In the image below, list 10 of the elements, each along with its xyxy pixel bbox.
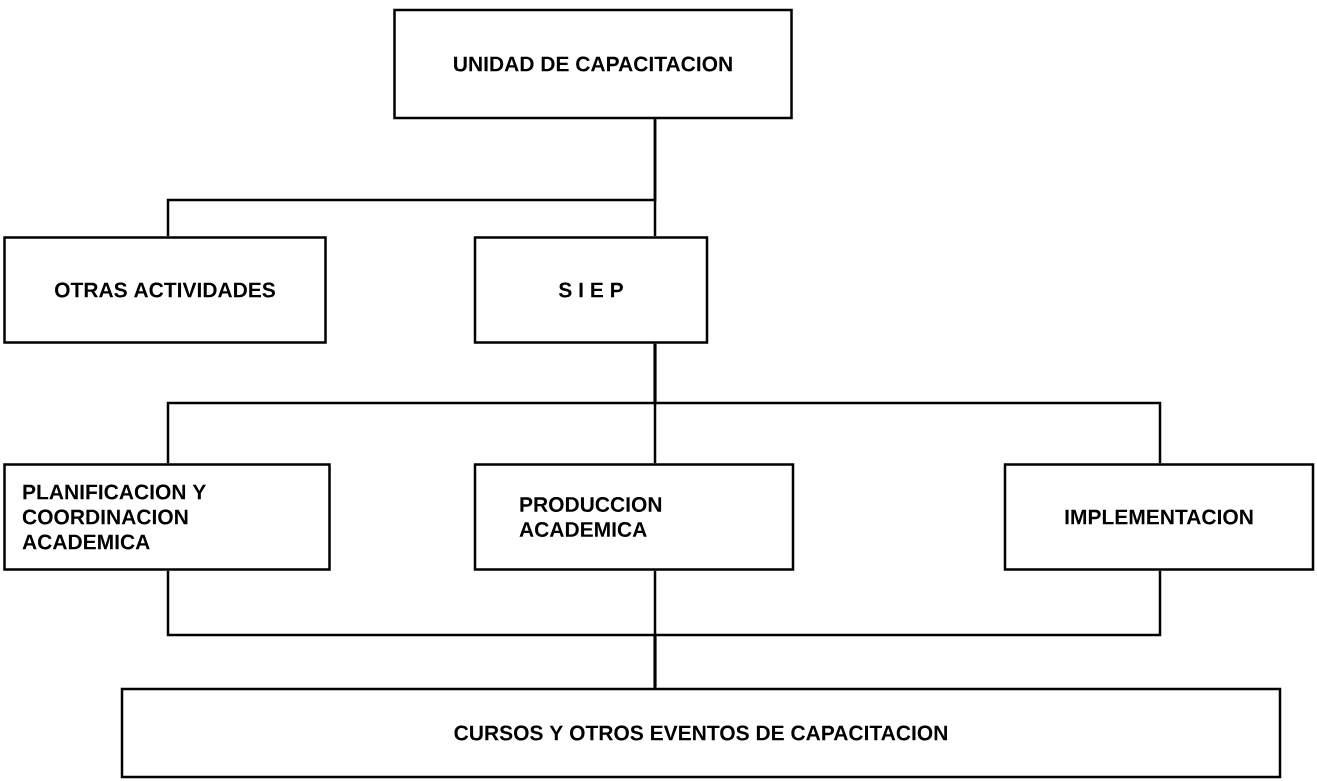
org-box: S I E P [473,236,709,344]
connector-line [653,570,1162,688]
org-box: OTRAS ACTIVIDADES [3,236,327,344]
org-box: PRODUCCION ACADEMICA [473,463,795,571]
connector-line [653,343,1162,464]
org-box: IMPLEMENTACION [1003,463,1315,571]
org-box: UNIDAD DE CAPACITACION [393,8,793,120]
org-box: PLANIFICACION Y COORDINACION ACADEMICA [3,463,331,571]
org-box: CURSOS Y OTROS EVENTOS DE CAPACITACION [120,687,1282,779]
connector-line [653,119,657,237]
